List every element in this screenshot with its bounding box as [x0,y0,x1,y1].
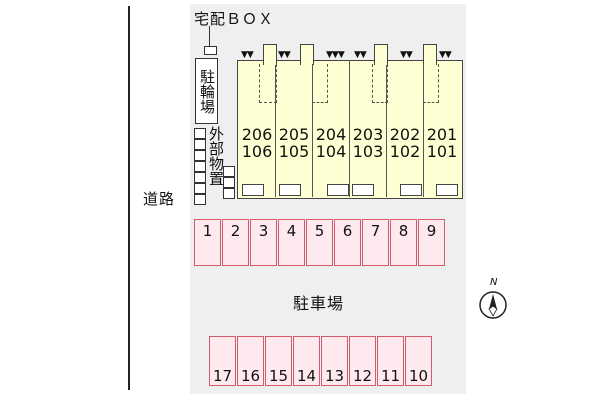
balcony-outline [372,64,388,103]
entrance-door [242,184,264,196]
unit-number-upper: 203 [352,125,384,144]
balcony-outline [259,64,277,103]
storage-cell [194,194,206,205]
unit-divider [275,60,276,197]
storage-cell [194,172,206,183]
delivery-box-connector [209,26,210,46]
storage-cell [223,177,235,188]
parking-space: 8 [390,219,417,266]
entrance-door [400,184,422,196]
window-arrows: ▼▼ [400,50,413,60]
parking-space: 13 [321,336,348,386]
entrance-door [327,184,349,196]
compass-icon [479,291,507,319]
storage-cell [194,128,206,139]
parking-space: 9 [418,219,445,266]
storage-cell [194,183,206,194]
parking-space: 10 [405,336,432,386]
unit-number-lower: 101 [426,142,458,161]
unit-number-upper: 205 [278,125,310,144]
window-arrows: ▼▼ [278,50,291,60]
parking-space: 6 [334,219,361,266]
unit-number-lower: 105 [278,142,310,161]
unit-number-upper: 206 [241,125,273,144]
road-edge-line [128,6,130,390]
parking-space: 14 [293,336,320,386]
balcony-outline [423,64,439,103]
unit-number-upper: 204 [315,125,347,144]
unit-divider [386,60,387,197]
entrance-door [352,184,374,196]
entrance-door [279,184,301,196]
parking-space: 3 [250,219,277,266]
parking-area-label: 駐車場 [293,294,345,313]
parking-space: 5 [306,219,333,266]
apartment-building [237,60,463,199]
balcony-notch [263,44,277,65]
unit-number-lower: 106 [241,142,273,161]
unit-number-upper: 202 [389,125,421,144]
storage-cell [194,150,206,161]
parking-space: 4 [278,219,305,266]
storage-cell [194,139,206,150]
delivery-box [204,46,217,55]
parking-space: 7 [362,219,389,266]
balcony-notch [374,44,388,65]
delivery-box-label: 宅配ＢＯＸ [194,10,275,28]
unit-number-upper: 201 [426,125,458,144]
window-arrows: ▼▼ [241,50,254,60]
balcony-outline [312,64,328,103]
parking-space: 1 [194,219,221,266]
parking-space: 12 [349,336,376,386]
unit-divider [349,60,350,197]
parking-space: 2 [222,219,249,266]
parking-space: 16 [237,336,264,386]
parking-space: 11 [377,336,404,386]
storage-cell [223,188,235,199]
window-arrows: ▼▼ [354,50,367,60]
parking-space: 17 [209,336,236,386]
road-label: 道路 [143,190,176,208]
entrance-door [436,184,458,196]
window-arrows: ▼▼▼ [326,50,345,60]
bike-parking: 駐輪場 [195,58,218,124]
window-arrows: ▼▼ [439,50,452,60]
parking-space: 15 [265,336,292,386]
balcony-notch [423,44,437,65]
unit-divider [312,60,313,197]
unit-number-lower: 102 [389,142,421,161]
unit-number-lower: 103 [352,142,384,161]
outdoor-storage-label: 外部物置 [207,126,225,186]
storage-cell [194,161,206,172]
compass-north-label: N [490,277,498,288]
unit-divider [423,60,424,197]
balcony-notch [300,44,314,65]
unit-number-lower: 104 [315,142,347,161]
storage-cell [223,166,235,177]
